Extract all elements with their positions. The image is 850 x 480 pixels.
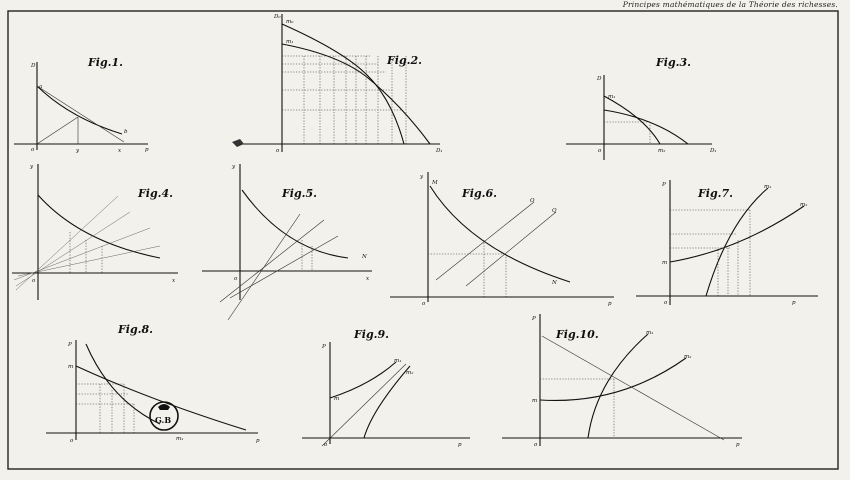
figure-5: Fig.5. y o x N	[202, 164, 372, 321]
fig3-label-D: D	[596, 76, 602, 82]
fig6-title: Fig.6.	[461, 187, 497, 200]
fig2-label-m0: m₀	[286, 19, 294, 25]
fig6-label-O: O	[530, 198, 535, 204]
fig4-title: Fig.4.	[137, 187, 173, 200]
fig1-label-y: y	[75, 148, 80, 154]
fig9-label-p: p	[458, 442, 462, 448]
fig10-label-m: m	[532, 398, 537, 404]
fig4-label-y: y	[29, 164, 34, 170]
fig8-label-o: o	[70, 438, 74, 444]
fig6-label-N: N	[551, 280, 557, 286]
fig7-label-o: o	[664, 300, 668, 306]
fig10-label-p: p	[736, 442, 740, 448]
fig3-label-m1: m₁	[608, 94, 615, 100]
fig5-label-x: x	[366, 276, 370, 282]
plate-header: Principes mathématiques de la Théorie de…	[622, 0, 838, 9]
fig10-label-P: P	[531, 316, 536, 322]
fig6-label-p: p	[608, 301, 612, 307]
figure-9: Fig.9. P m m₁ m₂ o p	[302, 328, 470, 448]
fig10-label-o: o	[534, 442, 538, 448]
library-stamp: G.B	[149, 401, 179, 431]
fig10-title: Fig.10.	[555, 328, 599, 341]
fig3-label-D1: D₁	[709, 148, 717, 154]
fig9-title: Fig.9.	[353, 328, 389, 341]
fig8-label-p: p	[256, 438, 260, 444]
fig7-label-P: P	[661, 182, 666, 188]
fig7-label-p: p	[792, 300, 796, 306]
figure-3: Fig.3. D m₁ m₂ D₁ o	[566, 56, 717, 160]
fig1-title: Fig.1.	[87, 56, 123, 69]
fig6-label-Q: Q	[552, 208, 557, 214]
fig1-label-o: o	[31, 147, 35, 153]
fig10-label-m1: m₁	[646, 330, 653, 336]
fig8-label-P: P	[67, 342, 72, 348]
fig4-label-o: o	[32, 278, 36, 284]
fig9-label-m: m	[334, 396, 339, 402]
figure-7: Fig.7. P m m₁ m₂ o p	[636, 180, 818, 306]
fig3-title: Fig.3.	[655, 56, 691, 69]
fig9-label-P: P	[321, 344, 326, 350]
fig2-title: Fig.2.	[386, 54, 422, 67]
fig1-label-D: D	[30, 63, 36, 69]
fig2-stain	[232, 139, 244, 147]
fig2-label-m1: m₁	[286, 39, 293, 45]
fig9-label-m2: m₂	[406, 370, 413, 376]
fig1-label-x: x	[118, 148, 122, 154]
fig6-label-M: M	[431, 180, 438, 186]
figure-2: Fig.2. D₀ m₀ m₁ D₁ o	[232, 14, 443, 154]
fig6-label-o: o	[422, 301, 426, 307]
fig5-label-N: N	[361, 254, 367, 260]
fig2-label-o: o	[276, 148, 280, 154]
fig7-label-m1: m₁	[764, 184, 771, 190]
fig9-label-o: o	[324, 442, 328, 448]
fig3-label-o: o	[598, 148, 602, 154]
fig1-label-b: b	[124, 129, 128, 135]
figure-10: Fig.10. P m m₁ m₂ o p	[502, 314, 742, 448]
figure-8: Fig.8. P m m₁ o p G.B	[46, 323, 260, 444]
fig5-label-y: y	[231, 164, 236, 170]
fig7-label-m2: m₂	[800, 202, 807, 208]
fig2-label-D1: D₁	[435, 148, 443, 154]
fig9-label-m1: m₁	[394, 358, 401, 364]
fig5-label-o: o	[234, 276, 238, 282]
fig1-label-p: p	[145, 147, 149, 153]
fig8-label-m1: m₁	[176, 436, 183, 442]
plate-border	[7, 10, 839, 470]
fig3-label-m2: m₂	[658, 148, 665, 154]
stamp-lettering: G.B	[155, 415, 171, 425]
fig6-label-y: y	[419, 174, 424, 180]
fig8-title: Fig.8.	[117, 323, 153, 336]
fig4-label-x: x	[172, 278, 176, 284]
fig2-label-D0: D₀	[273, 14, 281, 20]
fig8-label-m: m	[68, 364, 73, 370]
fig5-title: Fig.5.	[281, 187, 317, 200]
fig10-label-m2: m₂	[684, 354, 691, 360]
figure-6: Fig.6. y M O Q N o p	[390, 172, 614, 307]
figure-1: Fig.1. D o y x p b a	[14, 56, 149, 154]
fig7-label-m: m	[662, 260, 667, 266]
fig1-label-a: a	[39, 84, 42, 90]
fig7-title: Fig.7.	[697, 187, 733, 200]
figure-4: Fig.4. y o x	[12, 164, 178, 300]
